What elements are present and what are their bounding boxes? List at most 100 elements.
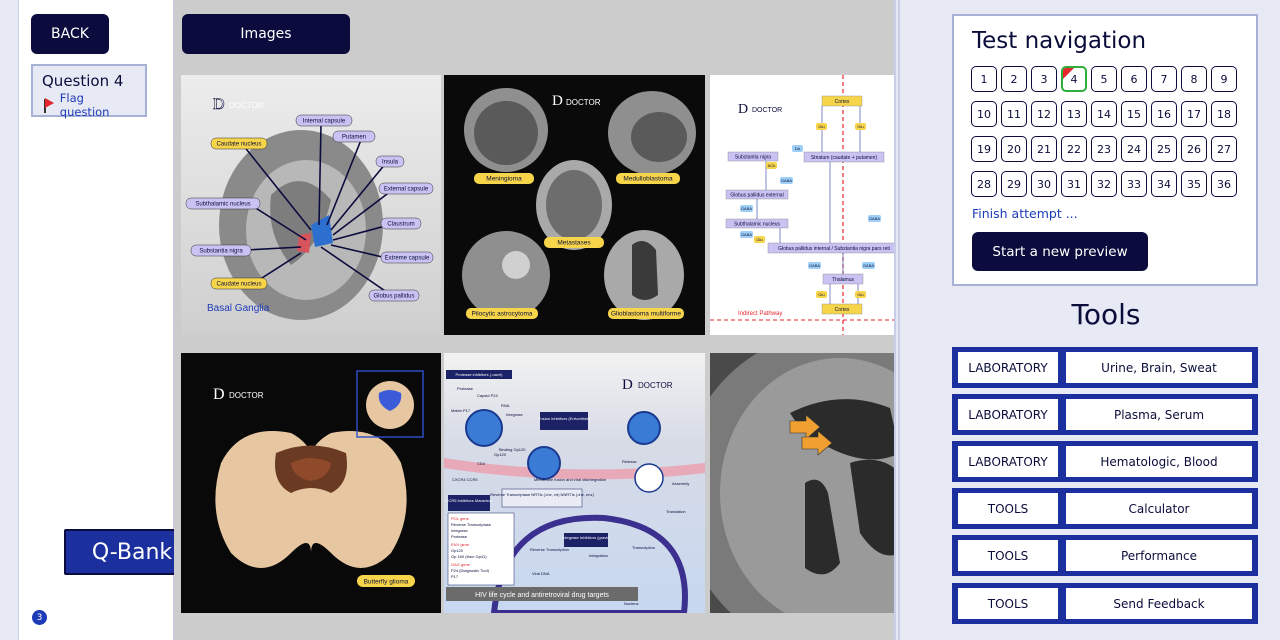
svg-text:DOCTOR: DOCTOR (566, 98, 601, 107)
svg-text:Reverse Transcriptase NRTIs (-: Reverse Transcriptase NRTIs (-ine, vir) … (490, 492, 594, 497)
question-nav-16[interactable]: 16 (1151, 101, 1177, 127)
svg-text:Integrase: Integrase (506, 412, 523, 417)
question-nav-17[interactable]: 17 (1181, 101, 1207, 127)
question-nav-36[interactable]: 36 (1211, 171, 1237, 197)
tool-category[interactable]: TOOLS (958, 540, 1058, 571)
svg-text:D: D (213, 96, 225, 113)
question-nav-19[interactable]: 19 (971, 136, 997, 162)
images-button[interactable]: Images (182, 14, 350, 54)
question-nav-1[interactable]: 1 (971, 66, 997, 92)
image-butterfly-glioma[interactable]: D DOCTOR Butterfly glioma (181, 353, 441, 613)
flag-question-link[interactable]: Flag question (42, 91, 136, 119)
svg-text:Integrase Inhibitors (gravir): Integrase Inhibitors (gravir) (562, 535, 610, 540)
question-nav-34[interactable]: 34 (1151, 171, 1177, 197)
svg-text:GABA: GABA (863, 263, 874, 268)
image-mri-arrows[interactable] (710, 353, 894, 613)
question-nav-31[interactable]: 31 (1061, 171, 1087, 197)
question-nav-13[interactable]: 13 (1061, 101, 1087, 127)
tool-row-calculator[interactable]: TOOLS Calculator (952, 488, 1258, 529)
tool-name[interactable]: Calculator (1066, 493, 1252, 524)
svg-text:POL gene: POL gene (451, 516, 470, 521)
question-nav-7[interactable]: 7 (1151, 66, 1177, 92)
question-nav-24[interactable]: 24 (1121, 136, 1147, 162)
svg-text:ACh: ACh (768, 163, 776, 168)
image-indirect-pathway[interactable]: D DOCTOR Cortex Substantia nigra Striatu… (710, 75, 894, 335)
question-nav-33[interactable]: 33 (1121, 171, 1147, 197)
svg-text:Nucleus: Nucleus (624, 601, 638, 606)
question-nav-28[interactable]: 28 (971, 171, 997, 197)
svg-text:Cortex: Cortex (835, 307, 850, 313)
brain-tumors-illustration: D DOCTOR Meningioma Medulloblastoma Meta… (444, 75, 705, 335)
question-nav-23[interactable]: 23 (1091, 136, 1117, 162)
tool-category[interactable]: LABORATORY (958, 352, 1058, 383)
start-new-preview-button[interactable]: Start a new preview (972, 232, 1148, 271)
back-button[interactable]: BACK (31, 14, 109, 54)
svg-text:CXCR4 CCR5: CXCR4 CCR5 (452, 477, 478, 482)
svg-text:Glu: Glu (818, 124, 824, 129)
question-nav-2[interactable]: 2 (1001, 66, 1027, 92)
tool-name[interactable]: Hematologic, Blood (1066, 446, 1252, 477)
question-nav-30[interactable]: 30 (1031, 171, 1057, 197)
flag-icon (42, 98, 55, 113)
tool-name[interactable]: Send Feedback (1066, 588, 1252, 619)
tool-category[interactable]: TOOLS (958, 493, 1058, 524)
question-nav-5[interactable]: 5 (1091, 66, 1117, 92)
question-nav-35[interactable]: 35 (1181, 171, 1207, 197)
question-nav-8[interactable]: 8 (1181, 66, 1207, 92)
svg-text:Fusion inhibitors (Enfuvirtide: Fusion inhibitors (Enfuvirtide) (538, 416, 590, 421)
tool-row-urine-brain-sweat[interactable]: LABORATORY Urine, Brain, Sweat (952, 347, 1258, 388)
question-nav-27[interactable]: 27 (1211, 136, 1237, 162)
svg-text:Caudate nucleus: Caudate nucleus (216, 282, 261, 288)
question-nav-18[interactable]: 18 (1211, 101, 1237, 127)
tool-category[interactable]: LABORATORY (958, 399, 1058, 430)
question-nav-3[interactable]: 3 (1031, 66, 1057, 92)
tool-row-performance[interactable]: TOOLS Performance (952, 535, 1258, 576)
finish-attempt-link[interactable]: Finish attempt ... (972, 206, 1078, 221)
question-nav-12[interactable]: 12 (1031, 101, 1057, 127)
question-nav-21[interactable]: 21 (1031, 136, 1057, 162)
tool-name[interactable]: Performance (1066, 540, 1252, 571)
tool-row-send-feedback[interactable]: TOOLS Send Feedback (952, 583, 1258, 624)
svg-text:DOCTOR: DOCTOR (638, 381, 673, 390)
flag-question-label: Flag question (59, 91, 110, 119)
image-basal-ganglia[interactable]: D DOCTOR Internal capsule Putamen Caudat… (181, 75, 441, 335)
question-nav-11[interactable]: 11 (1001, 101, 1027, 127)
image-brain-tumors[interactable]: D DOCTOR Meningioma Medulloblastoma Meta… (444, 75, 705, 335)
tool-name[interactable]: Urine, Brain, Sweat (1066, 352, 1252, 383)
question-nav-14[interactable]: 14 (1091, 101, 1117, 127)
question-nav-29[interactable]: 29 (1001, 171, 1027, 197)
question-nav-6[interactable]: 6 (1121, 66, 1147, 92)
svg-text:Medulloblastoma: Medulloblastoma (623, 176, 673, 183)
notification-badge[interactable]: 3 (32, 610, 47, 625)
question-nav-15[interactable]: 15 (1121, 101, 1147, 127)
svg-text:DOCTOR: DOCTOR (752, 107, 782, 114)
question-nav-20[interactable]: 20 (1001, 136, 1027, 162)
tool-category[interactable]: TOOLS (958, 588, 1058, 619)
svg-text:Gp 160 (then Gp41): Gp 160 (then Gp41) (451, 554, 487, 559)
svg-text:Gp120: Gp120 (494, 452, 507, 457)
svg-text:GABA: GABA (781, 178, 792, 183)
question-nav-22[interactable]: 22 (1061, 136, 1087, 162)
image-hiv-lifecycle[interactable]: D DOCTOR Protease inhibitors (-navir) Pr… (444, 353, 705, 613)
svg-text:Binding Gp120: Binding Gp120 (499, 447, 526, 452)
svg-text:Protease: Protease (457, 386, 474, 391)
svg-text:Indirect Pathway: Indirect Pathway (738, 311, 782, 317)
question-nav-9[interactable]: 9 (1211, 66, 1237, 92)
svg-text:Subthalamic nucleus: Subthalamic nucleus (195, 202, 250, 208)
question-nav-4[interactable]: 4 (1061, 66, 1087, 92)
tool-category[interactable]: LABORATORY (958, 446, 1058, 477)
tool-name[interactable]: Plasma, Serum (1066, 399, 1252, 430)
question-nav-10[interactable]: 10 (971, 101, 997, 127)
svg-text:CCR5 Inhibitors Maraviroc: CCR5 Inhibitors Maraviroc (446, 498, 493, 503)
question-nav-26[interactable]: 26 (1181, 136, 1207, 162)
svg-text:P17: P17 (451, 574, 459, 579)
question-nav-32[interactable]: 32 (1091, 171, 1117, 197)
svg-text:CD4: CD4 (477, 461, 486, 466)
tool-row-plasma-serum[interactable]: LABORATORY Plasma, Serum (952, 394, 1258, 435)
tool-row-hematologic-blood[interactable]: LABORATORY Hematologic, Blood (952, 441, 1258, 482)
svg-text:Cortex: Cortex (835, 99, 850, 105)
question-nav-25[interactable]: 25 (1151, 136, 1177, 162)
